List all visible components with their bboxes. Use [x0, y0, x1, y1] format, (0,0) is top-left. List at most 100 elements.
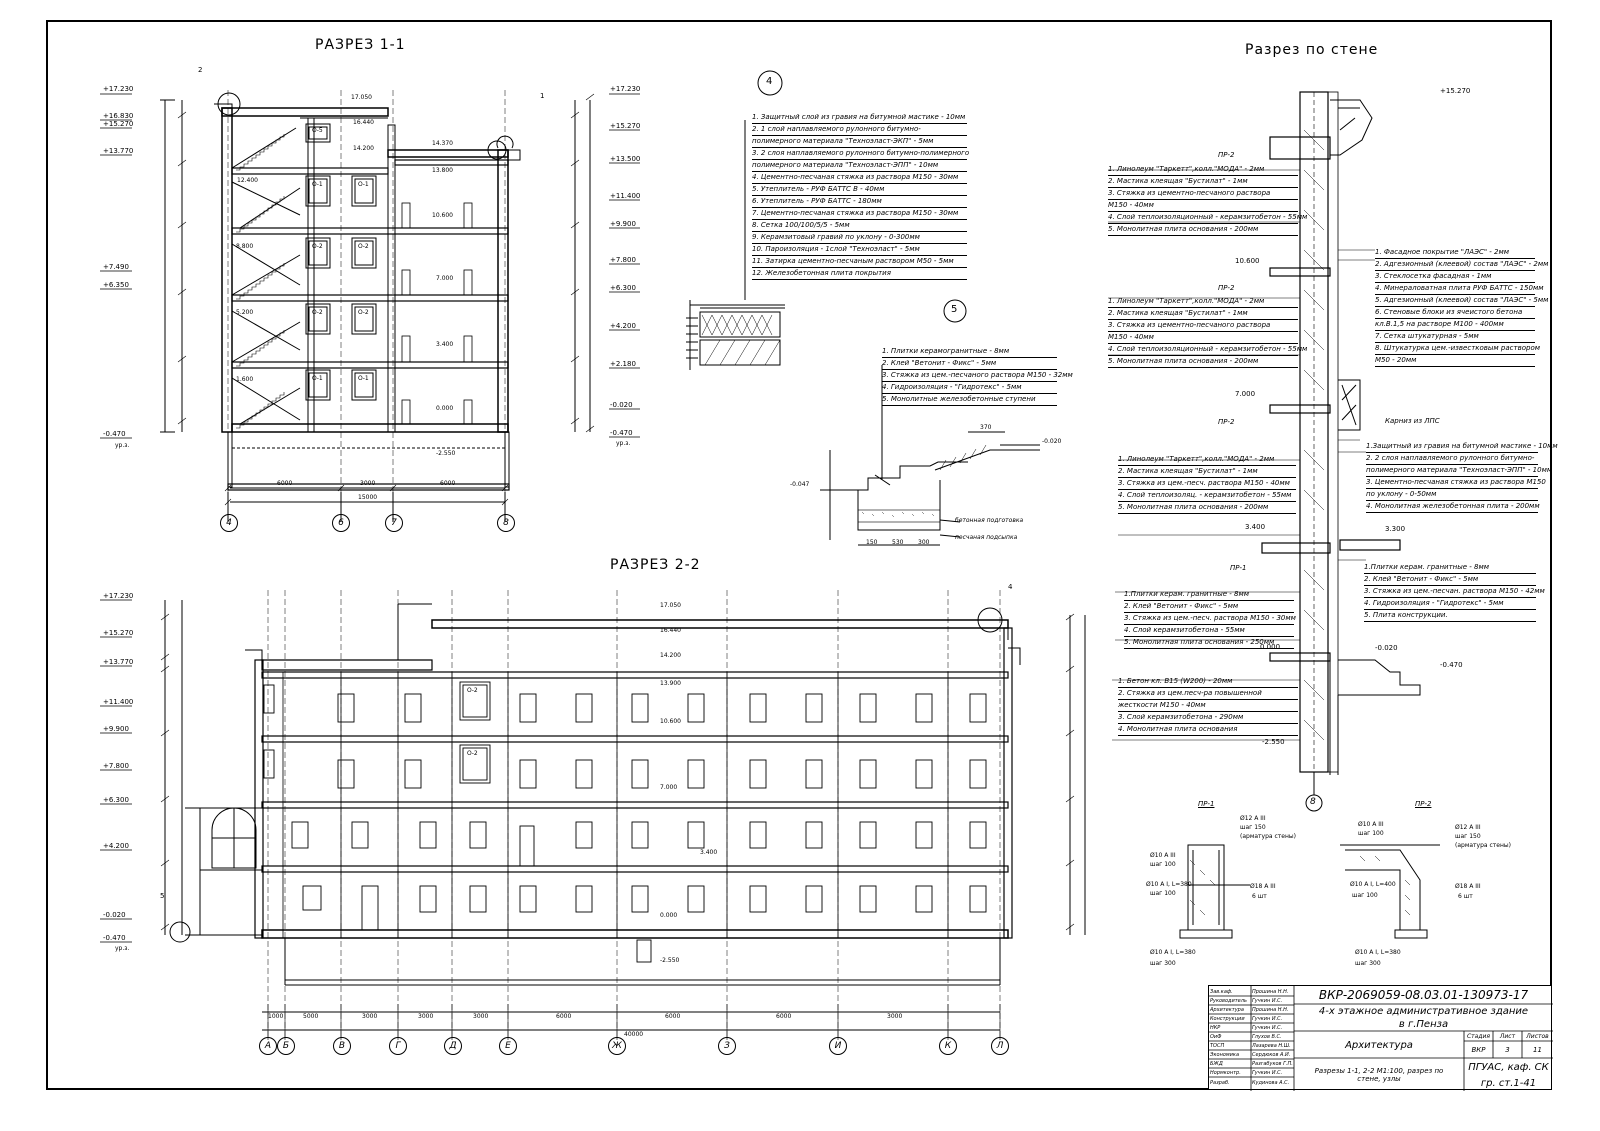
- node-4-graphic: [686, 70, 967, 370]
- floor-mark: 0.000: [660, 912, 678, 919]
- axis-marker: Л: [991, 1037, 1009, 1055]
- marker-1: 1: [540, 92, 545, 100]
- rebar-label: 6 шт: [1458, 893, 1473, 900]
- rebar-label: (арматура стены): [1455, 842, 1511, 849]
- rebar-label: Ø10 А I, L=380: [1146, 881, 1192, 888]
- stamp-code: ВКР-2069059-08.03.01-130973-17: [1318, 988, 1529, 1002]
- rebar-label: Ø18 А III: [1455, 883, 1481, 890]
- spec-row: М50 - 20мм: [1375, 355, 1535, 367]
- rebar-label: Ø10 А III: [1150, 852, 1176, 859]
- level-mark: -0.020: [610, 401, 633, 409]
- spec-row: М150 - 40мм: [1108, 332, 1298, 344]
- dim: 3000: [418, 1013, 434, 1020]
- stamp-name: Лазарева Н.Ш.: [1252, 1042, 1291, 1049]
- wall-mark: 3.400: [1245, 523, 1266, 531]
- title-block: ВКР-2069059-08.03.01-130973-17 4-х этажн…: [1208, 985, 1553, 1091]
- spec-row: 3. Стяжка из цем.-песчаного раствора М15…: [882, 370, 1073, 382]
- marker-4: 4: [1008, 583, 1013, 591]
- rebar-label: шаг 100: [1358, 830, 1384, 837]
- pr2-label: ПР-2: [1218, 151, 1235, 159]
- spec-row: полимерного материала "Техноэласт-ЭПП" -…: [1366, 465, 1552, 477]
- pr1-node-title: ПР-1: [1198, 800, 1215, 808]
- window-label: О-2: [467, 687, 478, 694]
- spec-row: 1. Фасадное покрытие "ЛАЭС" - 2мм: [1375, 247, 1535, 259]
- stair-mark: 12.400: [237, 177, 258, 184]
- spec-row: 1.Плитки керам. гранитные - 8мм: [1364, 562, 1536, 574]
- node-5-number: 5: [951, 304, 958, 315]
- floor-mark: 3.400: [700, 849, 718, 856]
- pr-nodes-graphic: [1179, 844, 1440, 939]
- spec-row: 9. Керамзитовый гравий по уклону - 0-300…: [752, 232, 967, 244]
- stamp-group: гр. ст.1-41: [1480, 1077, 1537, 1089]
- stamp-name: Гучкин И.С.: [1252, 997, 1283, 1004]
- spec-row: 5. Плита конструкции.: [1364, 610, 1536, 622]
- stamp-role: БЖД: [1210, 1060, 1223, 1067]
- spec-row: полимерного материала "Техноэласт-ЭПП" -…: [752, 160, 967, 172]
- spec-row: по уклону - 0-50мм: [1366, 489, 1538, 501]
- rebar-label: шаг 300: [1355, 960, 1381, 967]
- spec-row: 3. Цементно-песчаная стяжка из раствора …: [1366, 477, 1546, 489]
- spec-row: М150 - 40мм: [1108, 200, 1298, 212]
- wall-mark: 0.000: [1260, 643, 1281, 651]
- node5-sand-label: песчаная подсыпка: [955, 534, 1018, 541]
- spec-row: 7. Сетка штукатурная - 5мм: [1375, 331, 1535, 343]
- spec-row: 2. Мастика клеящая "Бустилат" - 1мм: [1108, 176, 1298, 188]
- floor-mark: 3.400: [436, 341, 454, 348]
- dim: 3000: [362, 1013, 378, 1020]
- level-mark: +11.400: [610, 192, 641, 200]
- stamp-name: Кудинова А.С.: [1252, 1079, 1290, 1086]
- dim: 6000: [556, 1013, 572, 1020]
- axis-marker: В: [333, 1037, 351, 1055]
- dim: 40000: [624, 1031, 644, 1038]
- wall-base-spec: 1. Бетон кл. В15 (W200) - 20мм 2. Стяжка…: [1118, 676, 1298, 736]
- spec-row: 6. Стеновые блоки из ячеистого бетона: [1375, 307, 1535, 319]
- rebar-label: шаг 300: [1150, 960, 1176, 967]
- wall-pr1-right-spec: 1.Плитки керам. гранитные - 8мм 2. Клей …: [1364, 562, 1545, 622]
- level-mark: +7.800: [103, 762, 129, 770]
- level-mark: +11.400: [103, 698, 134, 706]
- grade-label: ур.з.: [616, 440, 631, 447]
- dim: 6000: [277, 480, 293, 487]
- rebar-label: шаг 100: [1352, 892, 1378, 899]
- floor-mark: 0.000: [436, 405, 454, 412]
- spec-row: жесткости М150 - 40мм: [1118, 700, 1298, 712]
- floor-mark: 17.050: [660, 602, 681, 609]
- dim: 1000: [268, 1013, 284, 1020]
- rebar-label: 6 шт: [1252, 893, 1267, 900]
- stamp-name: Прошина Н.Н.: [1252, 988, 1289, 995]
- rebar-label: Ø12 А III: [1455, 824, 1481, 831]
- wall-mark: 10.600: [1235, 257, 1260, 265]
- spec-row: 4. Слой теплоизоляционный - керамзитобет…: [1108, 344, 1307, 356]
- spec-row: 2. 1 слой наплавляемого рулонного битумн…: [752, 124, 967, 136]
- wall-mark: 7.000: [1235, 390, 1256, 398]
- node5-concrete-label: бетонная подготовка: [955, 517, 1024, 524]
- level-mark: -0.470: [103, 934, 126, 942]
- floor-mark: 14.200: [353, 145, 374, 152]
- spec-row: 3. 2 слоя наплавляемого рулонного битумн…: [752, 148, 969, 160]
- level-mark: +6.300: [103, 796, 129, 804]
- spec-row: 2. Мастика клеящая "Бустилат" - 1мм: [1108, 308, 1298, 320]
- rebar-label: Ø10 А I, L=380: [1355, 949, 1401, 956]
- level-mark: +7.800: [610, 256, 636, 264]
- wall-mark: 3.300: [1385, 525, 1406, 533]
- level-mark: +16.830: [103, 112, 134, 120]
- level-mark: +2.180: [610, 360, 636, 368]
- wall-axis: 8: [1310, 797, 1316, 807]
- spec-row: 7. Цементно-песчаная стяжка из раствора …: [752, 208, 967, 220]
- wall-pr1-left-spec: 1.Плитки керам. гранитные - 8мм 2. Клей …: [1124, 589, 1296, 649]
- stamp-role: Руководитель: [1210, 997, 1247, 1004]
- spec-row: 5. Монолитная плита основания - 250мм: [1124, 637, 1294, 649]
- wall-section-title: Разрез по стене: [1245, 42, 1379, 58]
- wall-floor-spec-a: 1. Линолеум "Таркетт",колл."МОДА" - 2мм …: [1108, 164, 1307, 236]
- section-1-1-graphic: [100, 90, 640, 522]
- spec-row: 4. Слой теплоизоляционный - керамзитобет…: [1108, 212, 1307, 224]
- spec-row: 5. Утеплитель - РУФ БАТТС В - 40мм: [752, 184, 967, 196]
- spec-row: 6. Утеплитель - РУФ БАТТС - 180мм: [752, 196, 967, 208]
- marker-2: 2: [198, 66, 203, 74]
- level-mark: +17.230: [103, 85, 134, 93]
- dim: 5000: [303, 1013, 319, 1020]
- drawing-frame: [46, 20, 1552, 1090]
- window-label: О-2: [358, 309, 369, 316]
- pr2-node-title: ПР-2: [1415, 800, 1432, 808]
